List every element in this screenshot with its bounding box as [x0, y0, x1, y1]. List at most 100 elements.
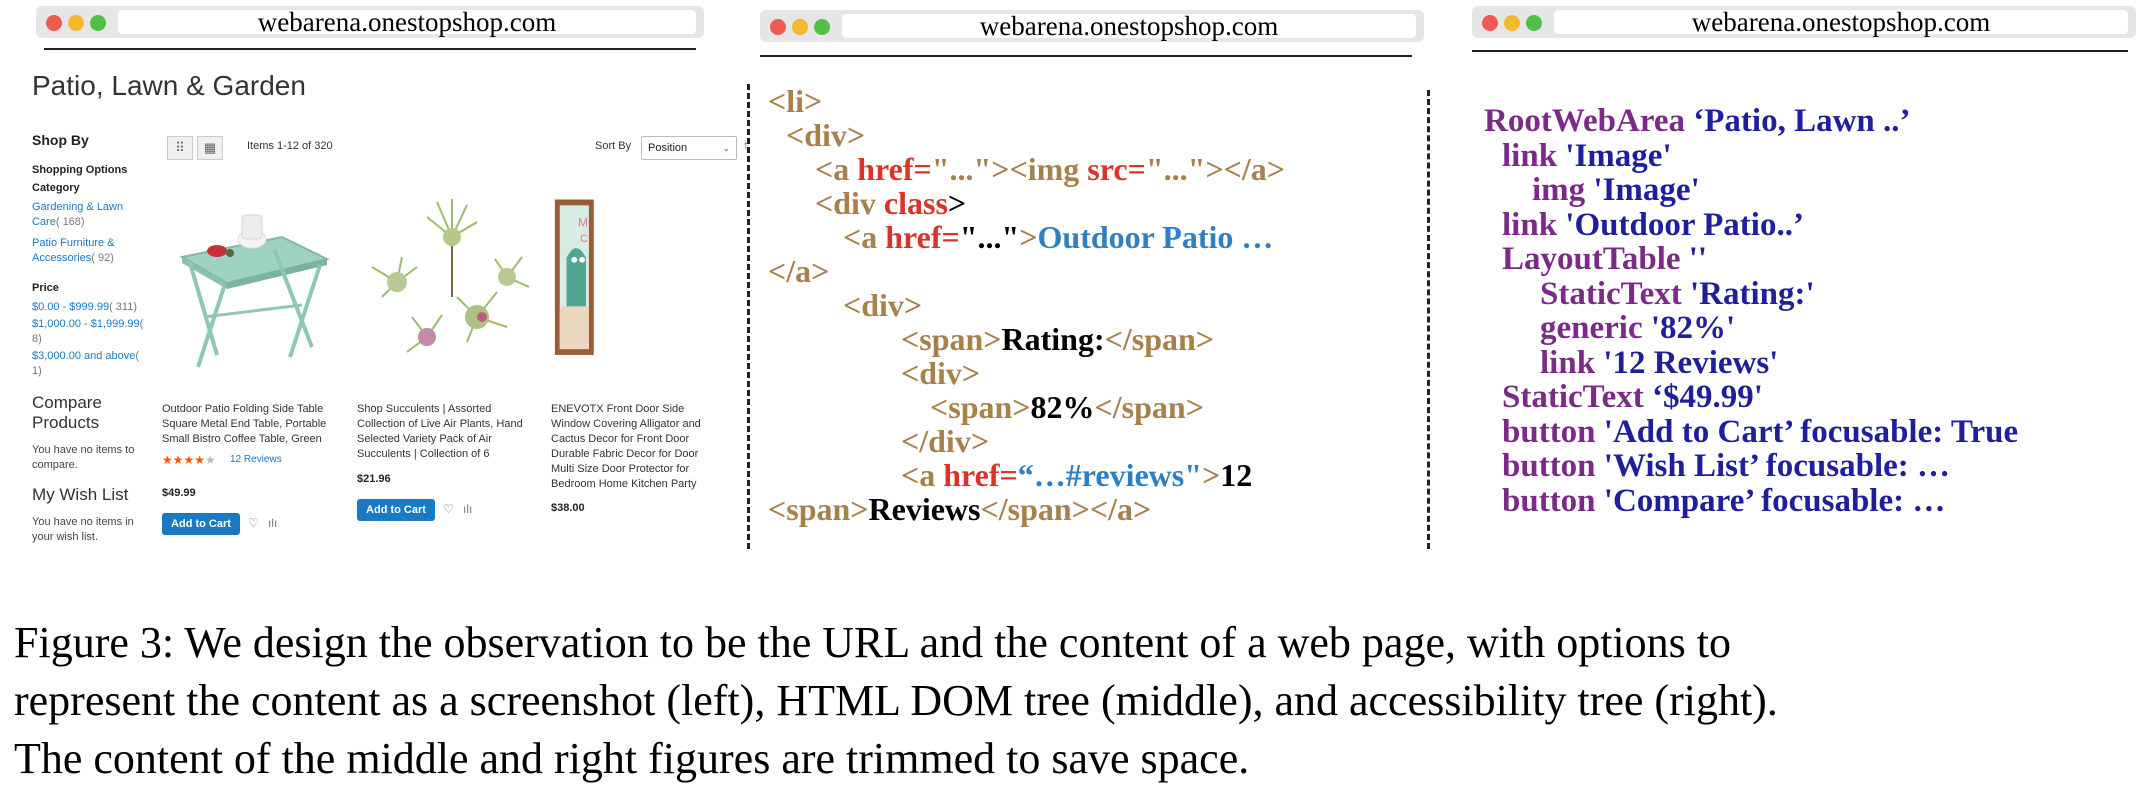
wishlist-heart-icon[interactable]: ♡ — [443, 502, 454, 516]
product-price: $49.99 — [162, 487, 196, 499]
dom-token: <div> — [843, 287, 923, 323]
close-dot-icon — [1482, 15, 1498, 31]
ax-name: 'Image' — [1565, 138, 1672, 174]
sort-select[interactable]: Position ⌄ — [641, 136, 737, 160]
figure-caption: Figure 3: We design the observation to b… — [14, 614, 2134, 788]
ax-name: 'Compare’ focusable: … — [1603, 483, 1946, 519]
dom-token: </a> — [768, 253, 830, 289]
ax-name: ‘Patio, Lawn ..’ — [1693, 103, 1911, 139]
dom-token: <a — [901, 457, 944, 493]
compare-note: You have no items to compare. — [32, 444, 135, 471]
ax-tree-line-6: StaticText 'Rating:' — [1540, 277, 1815, 312]
compare-chart-icon[interactable]: ılı — [268, 516, 278, 530]
svg-text:C: C — [580, 233, 588, 245]
svg-text:M: M — [578, 217, 588, 230]
dom-token: <div> — [901, 355, 981, 391]
wishlist-heart-icon[interactable]: ♡ — [248, 516, 259, 530]
dom-token: <div — [815, 185, 884, 221]
chrome-underline — [44, 48, 696, 50]
dom-token: <span> — [930, 389, 1031, 425]
price-range: $0.00 - $999.99 — [32, 301, 110, 313]
price-link-1[interactable]: $1,000.00 - $1,999.99( 8) — [32, 317, 150, 347]
add-to-cart-button[interactable]: Add to Cart — [162, 513, 240, 535]
grid-view-button[interactable]: ⠿ — [167, 136, 193, 160]
ax-role: LayoutTable — [1502, 241, 1681, 277]
caption-line: The content of the middle and right figu… — [14, 734, 1250, 783]
dom-token: <div> — [786, 117, 866, 153]
ax-name: 'Rating:' — [1690, 276, 1815, 312]
browser-window-left: webarena.onestopshop.com — [36, 6, 704, 38]
dom-token: </div> — [901, 423, 990, 459]
dom-token: ></a> — [1205, 151, 1285, 187]
product-price: $21.96 — [357, 473, 391, 485]
dom-token: src= — [1087, 151, 1146, 187]
dom-token: > — [1019, 219, 1038, 255]
dom-tree-line-6: </a> — [768, 254, 829, 288]
dom-token: href= — [857, 151, 932, 187]
list-view-button[interactable]: ▦ — [197, 136, 223, 160]
category-heading: Category — [32, 182, 80, 194]
ax-tree-line-2: link 'Image' — [1502, 139, 1672, 174]
compare-chart-icon[interactable]: ılı — [463, 502, 473, 516]
dom-token: Reviews — [868, 491, 981, 527]
chrome-underline — [760, 55, 1412, 57]
reviews-link[interactable]: 12 Reviews — [230, 454, 282, 465]
url-bar[interactable]: webarena.onestopshop.com — [118, 9, 696, 36]
ax-role: StaticText — [1502, 379, 1644, 415]
product-name[interactable]: ENEVOTX Front Door Side Window Covering … — [551, 403, 701, 490]
category-name: Gardening & Lawn Care — [32, 201, 124, 228]
dom-tree-line-3: <a href="..."><img src="..."></a> — [815, 152, 1285, 186]
dom-tree-line-7: <div> — [843, 288, 922, 322]
ax-name: 'Add to Cart’ focusable: True — [1603, 414, 2019, 450]
ax-role: link — [1540, 345, 1596, 381]
ax-tree-line-3: img 'Image' — [1532, 173, 1700, 208]
ax-role: generic — [1540, 310, 1643, 346]
product-image[interactable] — [357, 197, 532, 372]
caption-line: Figure 3: We design the observation to b… — [14, 618, 1731, 667]
category-count: ( 92) — [91, 252, 114, 264]
price-count: ( 8) — [32, 318, 144, 345]
minimize-dot-icon — [792, 19, 808, 35]
list-icon: ▦ — [203, 140, 217, 155]
dom-token: <span> — [768, 491, 869, 527]
product-image[interactable]: M C — [551, 197, 721, 372]
ax-name: 'Wish List’ focusable: … — [1603, 448, 1951, 484]
category-name: Patio Furniture & Accessories — [32, 237, 115, 264]
price-link-0[interactable]: $0.00 - $999.99( 311) — [32, 300, 150, 315]
shop-by-heading: Shop By — [32, 132, 89, 148]
items-count: Items 1-12 of 320 — [247, 140, 333, 152]
product-name[interactable]: Outdoor Patio Folding Side Table Square … — [162, 403, 327, 445]
rating-stars: ★★★★★ — [162, 453, 216, 467]
category-link-patio-furniture[interactable]: Patio Furniture & Accessories( 92) — [32, 236, 150, 266]
ax-role: img — [1532, 172, 1586, 208]
price-heading: Price — [32, 282, 59, 294]
dom-tree-line-8: <span>Rating:</span> — [901, 322, 1214, 356]
screenshot-panel: Patio, Lawn & Garden Shop By Shopping Op… — [32, 62, 749, 562]
dom-token: Rating: — [1001, 321, 1105, 357]
minimize-dot-icon — [68, 15, 84, 31]
sort-value: Position — [648, 142, 688, 154]
ax-role: button — [1502, 448, 1596, 484]
product-price: $38.00 — [551, 502, 585, 514]
dashed-separator — [1427, 90, 1430, 549]
price-link-2[interactable]: $3,000.00 and above( 1) — [32, 349, 150, 379]
dom-tree-line-11: </div> — [901, 424, 989, 458]
browser-window-middle: webarena.onestopshop.com — [760, 10, 1424, 42]
product-image[interactable] — [162, 197, 337, 372]
product-name[interactable]: Shop Succulents | Assorted Collection of… — [357, 403, 523, 460]
sort-by-label: Sort By — [595, 140, 632, 152]
ax-role: RootWebArea — [1484, 103, 1686, 139]
dom-token: > — [1202, 457, 1221, 493]
url-bar[interactable]: webarena.onestopshop.com — [842, 13, 1416, 40]
url-bar[interactable]: webarena.onestopshop.com — [1554, 9, 2128, 36]
compare-heading: Compare Products — [32, 393, 102, 432]
category-count: ( 168) — [55, 216, 85, 228]
dom-token: <li> — [768, 83, 823, 119]
add-to-cart-button[interactable]: Add to Cart — [357, 499, 435, 521]
ax-name: 'Image' — [1593, 172, 1700, 208]
ax-name: 'Outdoor Patio..’ — [1565, 207, 1804, 243]
dom-token: "..." — [931, 151, 992, 187]
category-link-gardening[interactable]: Gardening & Lawn Care( 168) — [32, 200, 150, 230]
sort-direction-icon[interactable]: ↑ — [743, 138, 749, 152]
dom-tree-line-13: <span>Reviews</span></a> — [768, 492, 1151, 526]
